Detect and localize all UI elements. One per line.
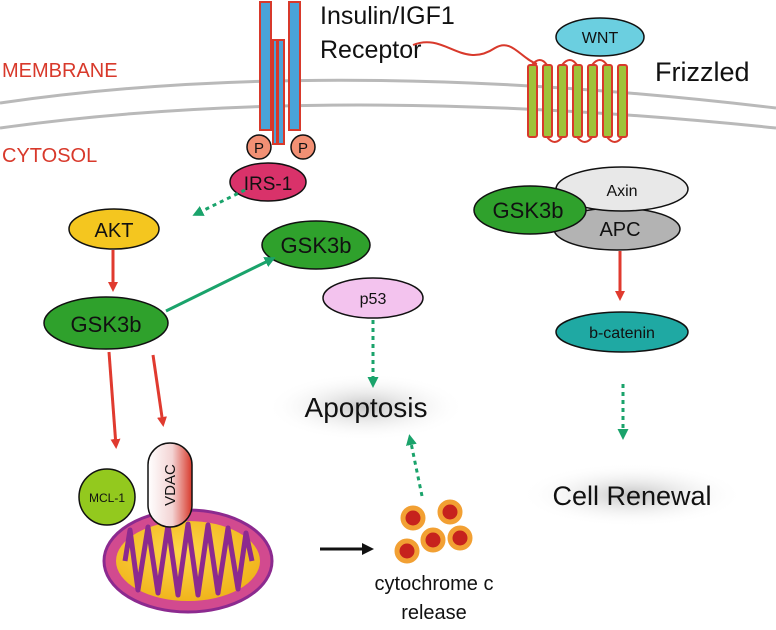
svg-text:GSK3b: GSK3b [281,233,352,258]
gsk3b-left-node: GSK3b [43,296,169,350]
insulin-receptor-label-line2: Receptor [320,36,421,64]
svg-text:WNT: WNT [582,30,619,47]
arrow-gsk3b-to-gsk3b-p53 [165,257,276,313]
svg-text:APC: APC [599,219,640,241]
akt-node: AKT [68,208,160,250]
wnt-node: WNT [555,17,645,57]
svg-text:GSK3b: GSK3b [493,198,564,223]
vdac-node: VDAC [147,442,193,528]
svg-text:p53: p53 [360,291,387,308]
cell-membrane [0,78,776,130]
svg-text:P: P [298,140,308,157]
gsk3b-mid-node: GSK3b [261,220,371,270]
apoptosis-outcome: Apoptosis [266,373,466,441]
mcl1-node: MCL-1 [78,468,136,526]
arrow-gsk3b-to-vdac [151,354,167,427]
svg-text:Cell Renewal: Cell Renewal [552,481,711,511]
membrane-label: MEMBRANE [2,60,118,82]
svg-text:Apoptosis: Apoptosis [305,392,428,423]
svg-text:P: P [254,140,264,157]
insulin-receptor [259,1,301,145]
frizzled-receptor [412,41,628,143]
svg-text:b-catenin: b-catenin [589,325,655,342]
svg-text:Axin: Axin [606,183,637,200]
phosphate-left: P [246,134,272,160]
mitochondrion [102,508,274,614]
cytochrome-c-particles [394,499,473,564]
arrow-irs1-to-akt [192,188,246,216]
cell-renewal-outcome: Cell Renewal [520,463,744,527]
cytochrome-c-label-line1: cytochrome c [375,573,494,595]
cytosol-label: CYTOSOL [2,145,97,167]
insulin-receptor-label-line1: Insulin/IGF1 [320,2,455,30]
apc-node: APC [553,207,681,251]
arrow-gsk3b-to-mcl1 [107,351,121,449]
svg-text:IRS-1: IRS-1 [244,174,293,195]
phosphate-right: P [290,134,316,160]
svg-text:GSK3b: GSK3b [71,312,142,337]
p53-node: p53 [322,277,424,319]
frizzled-label: Frizzled [655,57,750,87]
axin-node: Axin [555,166,689,212]
irs1-node: IRS-1 [229,162,307,202]
cytochrome-c-label-line2: release [401,602,467,624]
arrow-cytc-to-apoptosis [406,434,424,497]
svg-text:AKT: AKT [95,220,134,242]
gsk3b-right-node: GSK3b [473,185,587,235]
bcatenin-node: b-catenin [555,311,689,353]
svg-text:MCL-1: MCL-1 [89,491,125,505]
svg-text:VDAC: VDAC [162,464,179,506]
